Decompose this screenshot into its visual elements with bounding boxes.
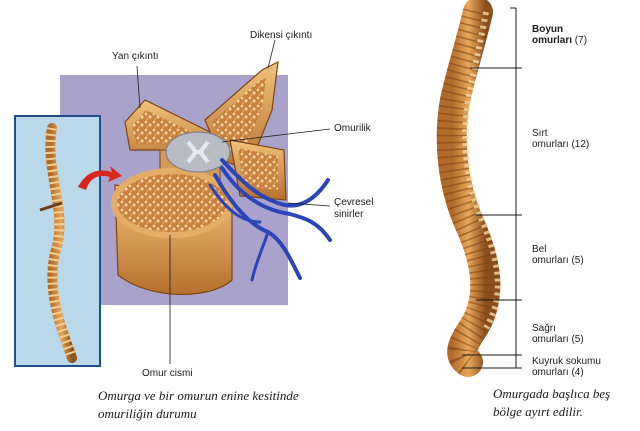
region-coccygeal-name2: omurları: [532, 367, 569, 378]
spinal-cord-section: [165, 131, 231, 173]
region-coccygeal-count: (4): [571, 367, 584, 378]
region-thoracic-name1: Sırt: [532, 128, 548, 139]
region-sacral-name2: omurları: [532, 334, 569, 345]
region-lumbar-count: (5): [571, 255, 584, 266]
region-cervical-count: (7): [574, 35, 588, 46]
region-cervical-name2: omurları: [532, 35, 573, 46]
region-cervical-name1: Boyun: [532, 24, 564, 35]
full-spine: [436, 0, 501, 377]
region-coccygeal: Kuyruk sokumu omurları (4): [532, 356, 636, 378]
region-thoracic-name2: omurları: [532, 139, 569, 150]
region-sacral-count: (5): [571, 334, 584, 345]
region-sacral: Sağrı omurları (5): [532, 323, 636, 345]
leader-lines: [136, 39, 331, 364]
caption-left-line1: Omurga ve bir omurun enine kesitinde: [98, 388, 299, 403]
label-lateral-process: Yan çıkıntı: [112, 51, 159, 62]
peripheral-nerves: [208, 158, 332, 282]
label-spinous-process: Dikensi çıkıntı: [250, 30, 313, 41]
label-peripheral-nerves-line2: sinirler: [334, 209, 364, 220]
caption-right-line1: Omurgada başlıca beş: [493, 386, 611, 401]
region-thoracic-count: (12): [571, 139, 590, 150]
pointer-arrow: [78, 166, 122, 190]
region-lumbar: Bel omurları (5): [532, 244, 636, 266]
label-spinal-cord: Omurilik: [334, 123, 371, 134]
region-thoracic: Sırt omurları (12): [532, 128, 636, 150]
region-bracket: [462, 7, 522, 369]
region-sacral-name1: Sağrı: [532, 323, 556, 334]
region-cervical: Boyun omurları (7): [532, 24, 636, 46]
region-lumbar-name1: Bel: [532, 244, 547, 255]
caption-left-line2: omuriliğin durumu: [98, 406, 197, 421]
region-coccygeal-name1: Kuyruk sokumu: [532, 356, 601, 367]
label-vertebral-body: Omur cismi: [142, 368, 193, 379]
region-lumbar-name2: omurları: [532, 255, 569, 266]
label-peripheral-nerves-line1: Çevresel: [334, 197, 374, 208]
inset-spine: [39, 123, 77, 363]
caption-right-line2: bölge ayırt edilir.: [493, 404, 583, 419]
